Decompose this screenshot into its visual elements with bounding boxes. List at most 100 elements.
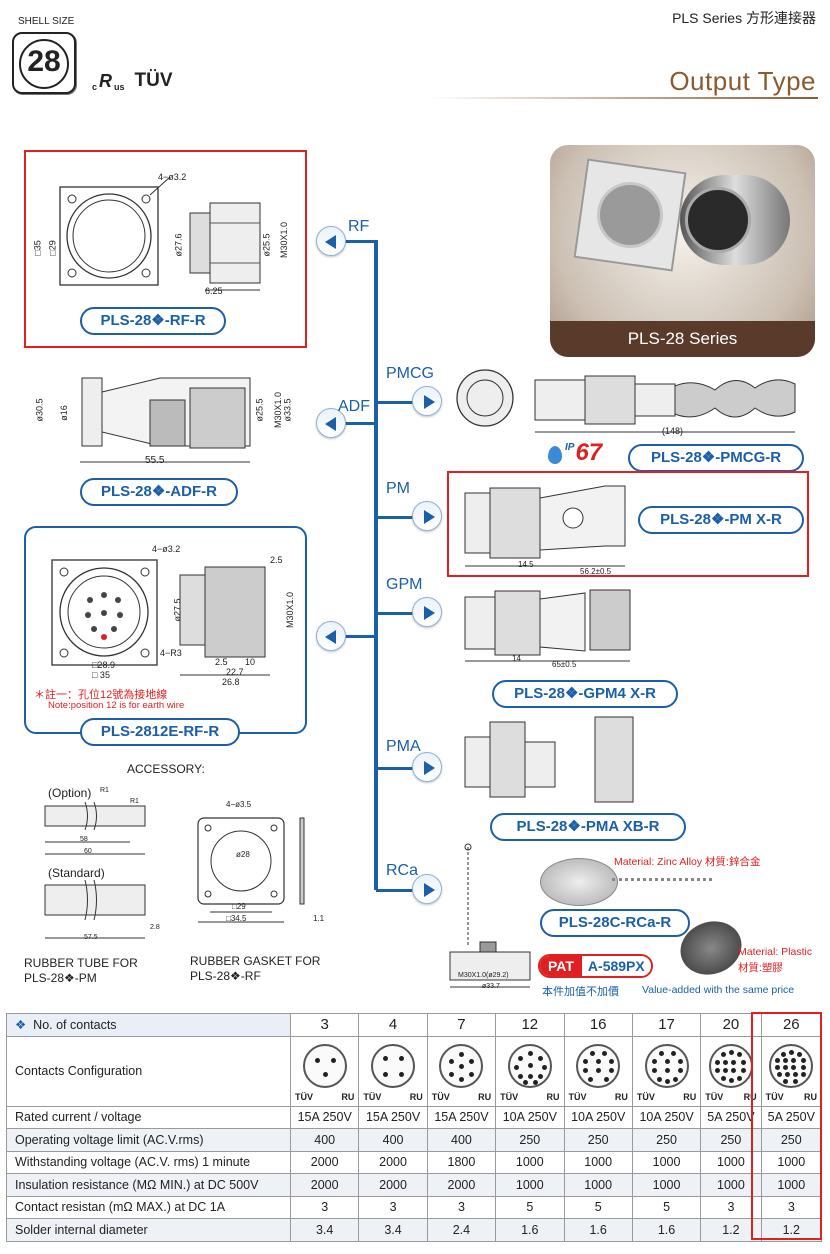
part-adf[interactable]: PLS-28❖-ADF-R bbox=[80, 478, 238, 506]
water-drop-icon bbox=[548, 446, 562, 464]
contacts-16: 16 bbox=[563, 1013, 633, 1037]
branch-rca: RCa bbox=[386, 862, 419, 879]
header-divider bbox=[430, 97, 818, 99]
branch-pm: PM bbox=[386, 480, 410, 497]
tube-dim-58: 58 bbox=[80, 836, 88, 843]
gasket-dim-sq29: □29 bbox=[232, 902, 246, 911]
contacts-4: 4 bbox=[358, 1013, 428, 1037]
value-added-en: Value-added with the same price bbox=[642, 984, 795, 996]
contacts-26: 26 bbox=[760, 1013, 823, 1037]
e-rf-arrow-icon[interactable] bbox=[316, 621, 346, 651]
tube-r1a: R1 bbox=[100, 787, 109, 794]
tuv-mark: TÜV bbox=[134, 70, 173, 91]
rf-dim-holes: 4−ø3.2 bbox=[158, 172, 187, 182]
shell-size-badge: 28 bbox=[12, 32, 76, 94]
table-row: Withstanding voltage (AC.V. rms) 1 minut… bbox=[6, 1150, 823, 1174]
spec-table: ❖ No. of contacts 3 4 7 12 16 17 20 26 C… bbox=[6, 1013, 823, 1242]
material-plastic-cn: 材質:塑膠 bbox=[738, 962, 783, 974]
value-added-cn: 本件加值不加價 bbox=[542, 986, 619, 998]
tube-part: PLS-28❖-PM bbox=[24, 971, 97, 985]
contact-face-16-icon bbox=[576, 1043, 621, 1088]
branch-pmcg: PMCG bbox=[386, 365, 434, 382]
pma-arrow-icon[interactable] bbox=[412, 752, 442, 782]
rf-dim-d276: ø27.6 bbox=[173, 233, 184, 257]
rf-dim-sq29: □29 bbox=[47, 240, 58, 256]
gasket-label: RUBBER GASKET FOR bbox=[190, 954, 321, 968]
rca-dim-337: ø33.7 bbox=[482, 983, 500, 990]
adf-dim-d16: ø16 bbox=[58, 405, 69, 421]
pma-drawing bbox=[464, 716, 634, 803]
part-pm[interactable]: PLS-28❖-PM X-R bbox=[638, 506, 804, 534]
gpm-dim-14: 14 bbox=[512, 654, 521, 663]
product-photo: PLS-28 Series bbox=[550, 145, 815, 357]
pm-arrow-icon[interactable] bbox=[412, 501, 442, 531]
rf-drawing bbox=[59, 176, 261, 291]
material-plastic: Material: Plastic bbox=[738, 946, 813, 958]
e-rf-dim-10: 10 bbox=[245, 657, 256, 667]
table-header-row: ❖ No. of contacts 3 4 7 12 16 17 20 26 bbox=[6, 1013, 823, 1037]
tree-trunk bbox=[374, 240, 378, 890]
branch-gpm: GPM bbox=[386, 576, 423, 593]
tube-standard-label: (Standard) bbox=[48, 866, 105, 880]
contacts-3: 3 bbox=[289, 1013, 360, 1037]
part-e-rf[interactable]: PLS-2812E-RF-R bbox=[80, 718, 240, 746]
ul-logo-icon: R bbox=[99, 71, 113, 91]
pmcg-dim-148: (148) bbox=[662, 426, 684, 436]
ip-value: 67 bbox=[575, 439, 603, 466]
contacts-12: 12 bbox=[495, 1013, 565, 1037]
pat-label: PAT bbox=[540, 956, 582, 976]
e-rf-dim-268: 26.8 bbox=[222, 677, 240, 687]
branch-pma: PMA bbox=[386, 738, 421, 755]
contact-face-7-icon bbox=[439, 1043, 484, 1088]
tube-label: RUBBER TUBE FOR bbox=[24, 956, 138, 970]
part-rca[interactable]: PLS-28C-RCa-R bbox=[540, 909, 690, 937]
tube-standard-drawing bbox=[44, 880, 146, 939]
pmcg-drawing bbox=[456, 369, 796, 433]
pm-dim-56: 56.2±0.5 bbox=[580, 567, 612, 576]
gpm-drawing bbox=[464, 589, 631, 662]
contact-face-4-icon bbox=[371, 1043, 416, 1088]
part-pma[interactable]: PLS-28❖-PMA XB-R bbox=[490, 813, 686, 841]
e-rf-dim-35: □ 35 bbox=[92, 670, 110, 680]
contact-face-3-icon bbox=[302, 1043, 347, 1088]
ball-chain-icon bbox=[612, 878, 712, 884]
gpm-arrow-icon[interactable] bbox=[412, 597, 442, 627]
contact-face-17-icon bbox=[644, 1043, 689, 1088]
rf-dim-m30: M30X1.0 bbox=[279, 221, 290, 259]
e-rf-note-en: Note:position 12 is for earth wire bbox=[48, 700, 185, 711]
connector-plug bbox=[680, 175, 790, 265]
table-row: Insulation resistance (MΩ MIN.) at DC 50… bbox=[6, 1173, 823, 1197]
contacts-header: ❖ No. of contacts bbox=[6, 1013, 291, 1037]
adf-drawing bbox=[80, 377, 251, 463]
adf-arrow-icon[interactable] bbox=[316, 408, 346, 438]
gasket-dim-t11: 1.1 bbox=[313, 914, 325, 923]
e-rf-dim-d275: ø27.5 bbox=[172, 598, 183, 622]
rca-dim-m30: M30X1.0(ø29.2) bbox=[458, 972, 509, 979]
part-pmcg[interactable]: PLS-28❖-PMCG-R bbox=[628, 444, 804, 472]
pmcg-arrow-icon[interactable] bbox=[412, 386, 442, 416]
rf-dim-625: 6.25 bbox=[205, 286, 223, 296]
part-rf[interactable]: PLS-28❖-RF-R bbox=[80, 307, 226, 335]
rca-arrow-icon[interactable] bbox=[412, 874, 442, 904]
patent-badge: PAT A-589PX bbox=[538, 954, 653, 978]
gasket-drawing bbox=[197, 817, 305, 923]
e-rf-note-cn: ＊註一：孔位12號為接地線 bbox=[34, 689, 168, 701]
shell-size-label: SHELL SIZE bbox=[18, 16, 75, 27]
pat-number: A-589PX bbox=[581, 956, 651, 976]
part-gpm[interactable]: PLS-28❖-GPM4 X-R bbox=[492, 680, 678, 708]
gasket-dim-sq345: □34.5 bbox=[226, 914, 247, 923]
connector-square-flange bbox=[573, 158, 687, 272]
contact-face-20-icon bbox=[708, 1043, 753, 1088]
rf-arrow-icon[interactable] bbox=[316, 226, 346, 256]
adf-dim-555: 55.5 bbox=[145, 455, 165, 466]
shell-size-value: 28 bbox=[27, 45, 61, 78]
contacts-17: 17 bbox=[631, 1013, 702, 1037]
